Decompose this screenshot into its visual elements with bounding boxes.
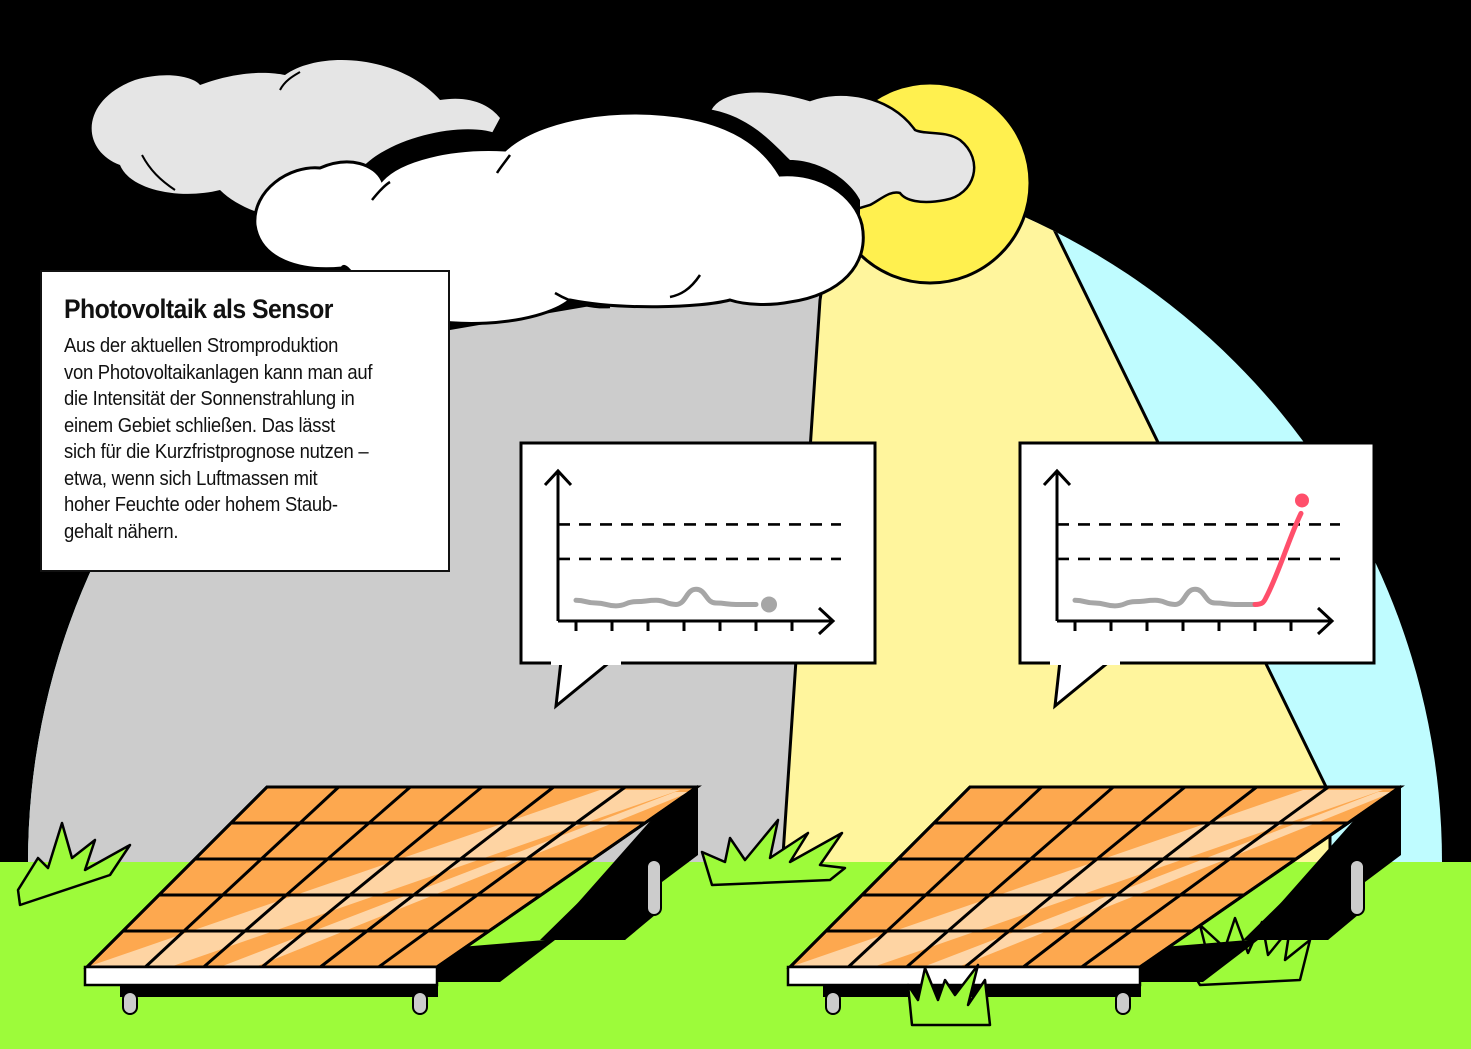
- info-box: Photovoltaik als Sensor Aus der aktuelle…: [40, 270, 450, 572]
- chart-axes: [543, 468, 836, 636]
- info-line: hoher Feuchte oder hohem Staub-: [64, 493, 338, 516]
- chart-bubble-sunlit-panel-output: [1018, 441, 1376, 710]
- solar-panel-shaded: [83, 785, 702, 1015]
- bubble-box: [1018, 441, 1376, 665]
- panel-leg-front: [412, 991, 428, 1015]
- panel-glare: [790, 790, 1383, 967]
- panel-grid-col: [377, 785, 627, 969]
- panel-grid-col: [202, 785, 412, 969]
- info-line: gehalt nähern.: [64, 519, 179, 543]
- panel-grid-col: [1080, 785, 1330, 969]
- panel-grid-col: [144, 785, 340, 969]
- panel-grid-col: [964, 785, 1186, 969]
- bubble-tail-join: [551, 660, 621, 665]
- output-line-normal: [1072, 586, 1258, 609]
- solar-panel-sunlit: [786, 785, 1405, 1015]
- info-line: Aus der aktuellen Stromproduktion: [64, 334, 339, 357]
- info-body: Aus der aktuellen Stromproduktion von Ph…: [64, 333, 442, 545]
- output-line-normal: [573, 586, 759, 609]
- x-axis-arrow-icon: [1316, 606, 1335, 636]
- panel-side: [540, 785, 698, 940]
- grass-tuft-middle: [700, 818, 847, 887]
- panel-grid-col: [261, 785, 483, 969]
- info-line: einem Gebiet schließen. Das lässt: [64, 413, 336, 437]
- grass-tuft-left: [16, 821, 132, 907]
- panel-leg-front: [122, 991, 138, 1015]
- panel-glare: [220, 792, 690, 967]
- cloud-back-right: [708, 90, 976, 222]
- panel-leg-back: [1349, 859, 1365, 916]
- panel-leg-back: [646, 859, 662, 916]
- solar-panels: [83, 785, 1405, 1015]
- alert-endpoint-dot: [1295, 493, 1309, 508]
- grass-tuft-front: [906, 963, 992, 1027]
- output-line-alert: [1252, 510, 1304, 607]
- panel-leg-front: [1115, 991, 1131, 1015]
- panel-grid-col: [1022, 785, 1258, 969]
- x-axis-arrow-icon: [817, 606, 836, 636]
- panel-grid-col: [905, 785, 1115, 969]
- chart-axes: [1042, 468, 1335, 636]
- panel-glare: [923, 792, 1393, 967]
- info-title: Photovoltaik als Sensor: [64, 294, 333, 324]
- panel-frame: [83, 965, 439, 987]
- chart-bubble-shaded-panel-output: [519, 441, 877, 710]
- info-line: die Intensität der Sonnenstrahlung in: [64, 387, 355, 410]
- bubble-box: [519, 441, 877, 665]
- panel-glare: [87, 790, 680, 967]
- info-line: sich für die Kurzfristprognose nutzen –: [64, 440, 369, 463]
- info-line: etwa, wenn sich Luftmassen mit: [64, 466, 318, 490]
- panel-leg-front: [825, 991, 841, 1015]
- panel-grid-col: [847, 785, 1043, 969]
- panel-side: [1243, 785, 1401, 940]
- normal-endpoint-dot: [761, 596, 777, 613]
- bubble-tail-join: [1050, 660, 1120, 665]
- panel-grid-col: [319, 785, 555, 969]
- y-axis-arrow-icon: [1042, 468, 1072, 487]
- info-line: von Photovoltaikanlagen kann man auf: [64, 360, 373, 384]
- y-axis-arrow-icon: [543, 468, 573, 487]
- panel-frame-underside: [120, 985, 438, 997]
